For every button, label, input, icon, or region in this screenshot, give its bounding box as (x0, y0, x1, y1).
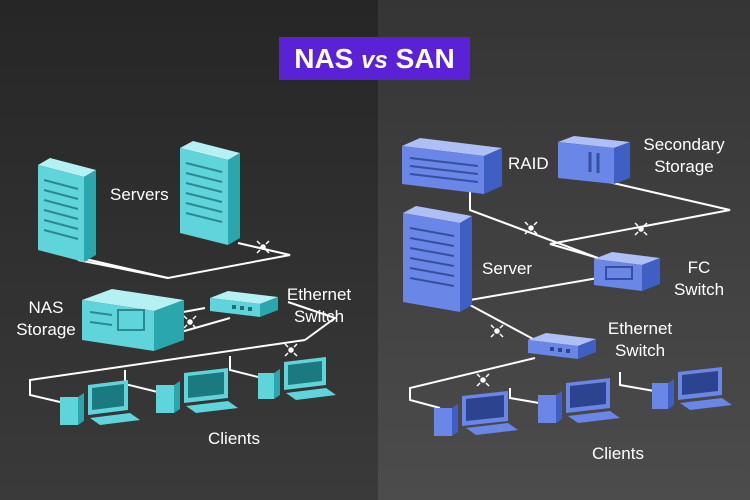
spark-icon (284, 343, 298, 357)
nas-switch-label-line2: Switch (293, 307, 345, 326)
san-server-tower (403, 206, 472, 312)
san-fc-label-line2: Switch (673, 280, 725, 299)
title-vs: vs (361, 47, 388, 74)
san-secondary-label-line2: Storage (654, 157, 714, 176)
san-client-2 (538, 378, 620, 423)
san-client-1 (434, 391, 518, 436)
nas-storage-label: NAS Storage (14, 297, 78, 341)
nas-switch-label: Ethernet Switch (281, 284, 357, 328)
nas-storage-label-line2: Storage (16, 320, 76, 339)
san-raid-label: RAID (508, 154, 549, 173)
san-client-3 (652, 367, 732, 410)
san-fc-switch (594, 252, 660, 291)
san-signal-sparks (476, 221, 648, 387)
nas-client-3 (258, 357, 336, 400)
spark-icon (183, 315, 197, 329)
nas-clients-label: Clients (208, 429, 260, 448)
san-ethernet-switch-label: Ethernet Switch (602, 318, 678, 362)
nas-storage-device (82, 289, 184, 351)
spark-icon (256, 240, 270, 254)
san-secondary-storage-label: Secondary Storage (638, 134, 730, 178)
nas-server-tower-right (180, 141, 240, 245)
title-right: SAN (395, 43, 455, 74)
san-raid-device (402, 138, 502, 194)
san-secondary-label-line1: Secondary (643, 135, 725, 154)
san-server-label: Server (482, 259, 533, 278)
spark-icon (490, 324, 504, 338)
san-fc-switch-label: FC Switch (668, 257, 730, 301)
san-fc-label-line1: FC (687, 258, 711, 277)
spark-icon (524, 221, 538, 235)
spark-icon (476, 373, 490, 387)
spark-icon (634, 222, 648, 236)
title-left: NAS (294, 43, 354, 74)
nas-client-1 (60, 380, 140, 425)
san-switch-label-line2: Switch (614, 341, 666, 360)
nas-signal-sparks (183, 240, 298, 357)
nas-storage-label-line1: NAS (28, 298, 64, 317)
nas-ethernet-switch (210, 291, 278, 317)
san-ethernet-switch (528, 333, 596, 359)
san-secondary-storage-device (558, 136, 630, 184)
nas-switch-label-line1: Ethernet (286, 285, 352, 304)
san-switch-label-line1: Ethernet (607, 319, 673, 338)
nas-servers-label: Servers (110, 185, 169, 204)
title-badge: NAS vs SAN (279, 37, 470, 80)
san-clients-label: Clients (592, 444, 644, 463)
nas-client-2 (156, 368, 238, 413)
nas-server-tower-left (38, 158, 96, 262)
